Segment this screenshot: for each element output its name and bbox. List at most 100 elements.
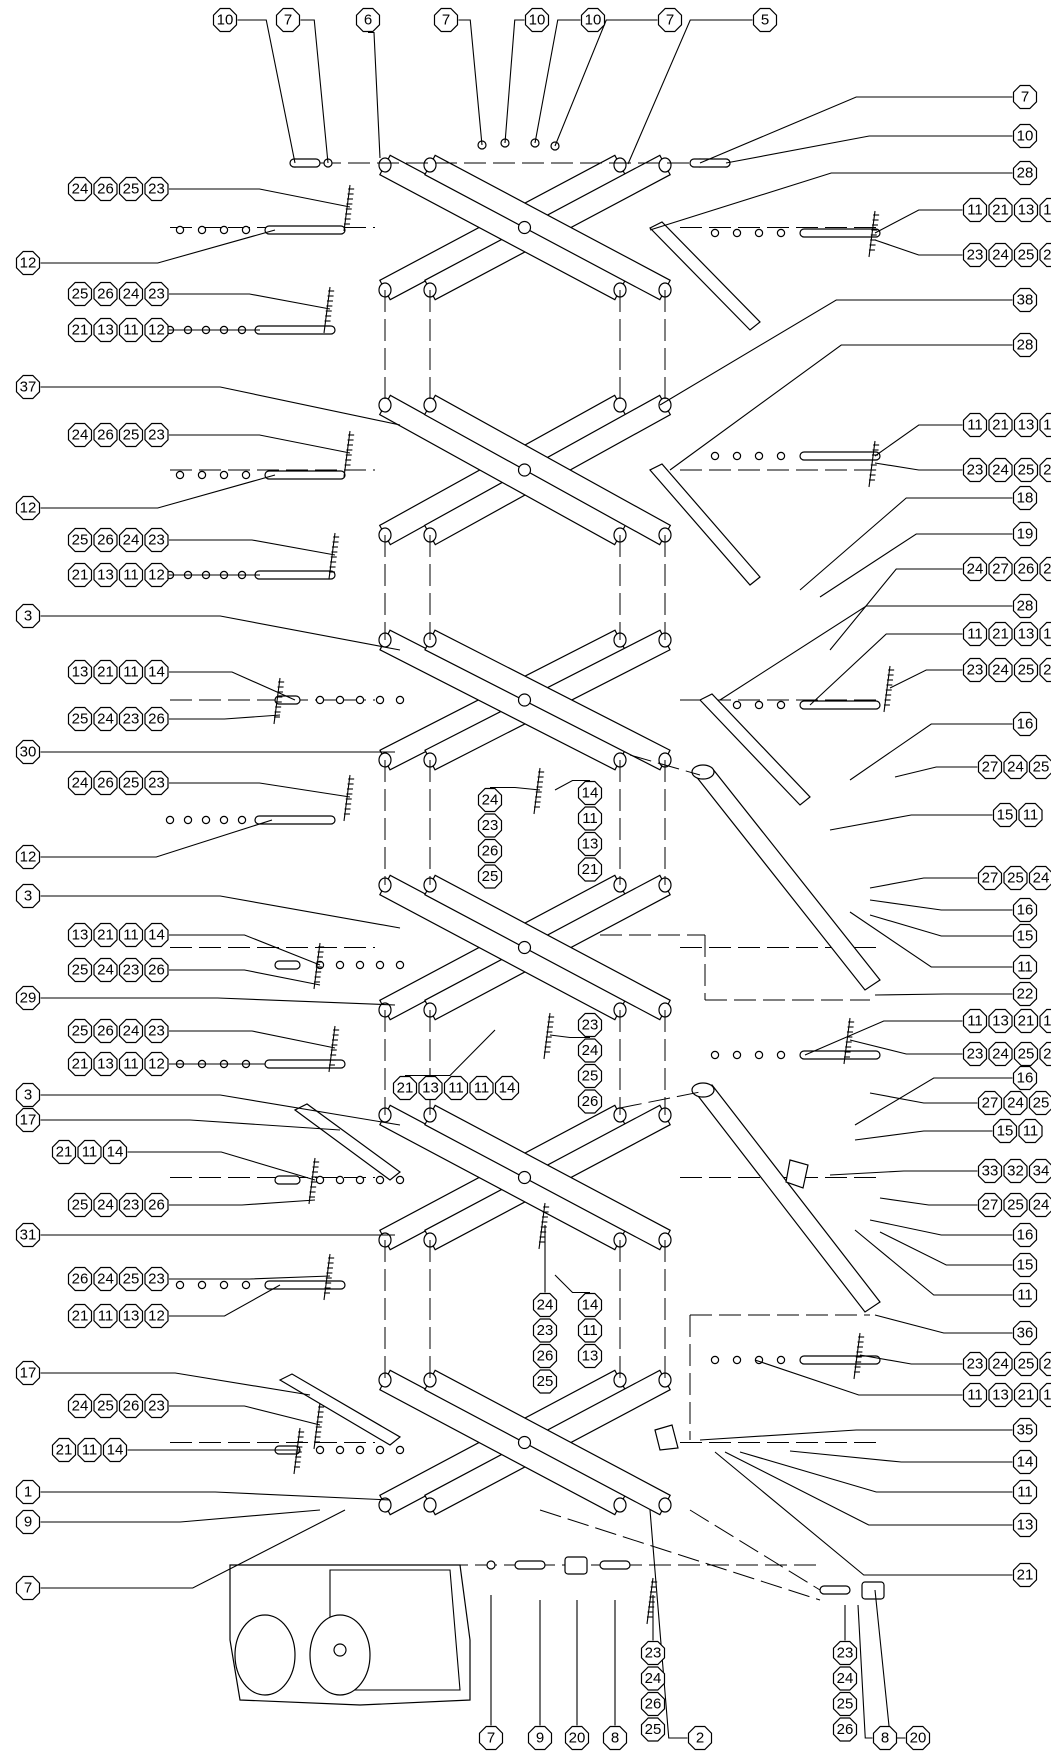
balloon-outline (144, 1393, 169, 1419)
callout-balloon: 23 (577, 1012, 603, 1038)
balloon-outline (1012, 287, 1038, 313)
balloon-label: 35 (1017, 1422, 1034, 1439)
balloon-label: 24 (992, 662, 1009, 679)
balloon-outline (102, 1139, 128, 1165)
leader-line (40, 1509, 346, 1589)
balloon-outline (144, 1018, 169, 1044)
washer (754, 1050, 764, 1060)
base-pin (486, 1560, 496, 1570)
balloon-outline (977, 1158, 1003, 1184)
leader-line (829, 1170, 978, 1176)
callout-balloon: 13 (93, 317, 118, 343)
arm-end-pin (378, 157, 392, 173)
balloon-label: 24 (72, 775, 89, 792)
balloon-label: 11 (967, 1387, 983, 1404)
balloon-outline (93, 1192, 118, 1218)
callout-balloon: 21 (577, 857, 603, 882)
balloon-label: 26 (148, 962, 165, 979)
balloon-outline (144, 422, 169, 448)
leader-line (859, 1354, 963, 1365)
balloon-label: 25 (482, 868, 499, 885)
washer (732, 451, 742, 461)
callout-balloon: 26 (144, 1192, 169, 1218)
cap-screw (853, 1332, 861, 1380)
arm-end-pin (613, 397, 627, 413)
balloon-outline (1028, 1158, 1051, 1184)
balloon-outline (832, 1640, 858, 1666)
balloon-label: 12 (20, 255, 37, 272)
cylinder-link-line (619, 1091, 701, 1109)
balloon-label: 23 (123, 962, 140, 979)
balloon-label: 16 (1017, 1227, 1034, 1244)
balloon-label: 11 (123, 1056, 139, 1073)
balloon-outline (1012, 1449, 1038, 1475)
callout-balloon: 14 (577, 1292, 603, 1318)
callout-balloon: 25 (118, 422, 144, 448)
balloon-outline (962, 1351, 988, 1377)
balloon-outline (602, 1725, 628, 1751)
callout-balloon: 11 (118, 922, 144, 948)
balloon-label: 34 (1033, 1163, 1050, 1180)
balloon-label: 23 (148, 1271, 165, 1288)
callout-balloon: 21 (93, 922, 118, 948)
balloon-outline (832, 1666, 858, 1691)
balloon-label: 21 (582, 861, 599, 878)
leader-line (40, 819, 273, 858)
callout-balloon: 16 (1012, 711, 1038, 737)
balloon-outline (832, 1691, 858, 1717)
balloon-outline (1012, 1479, 1038, 1505)
balloon-outline (1012, 981, 1038, 1007)
callout-balloon: 21 (988, 197, 1013, 223)
balloon-label: 11 (123, 567, 139, 584)
washer (355, 960, 365, 970)
balloon-label: 25 (1007, 870, 1024, 887)
balloon-outline (15, 739, 41, 765)
balloon-outline (355, 7, 381, 33)
balloon-label: 13 (97, 1056, 114, 1073)
callout-balloon: 24 (477, 787, 503, 813)
balloon-label: 26 (837, 1721, 854, 1738)
leader-line (40, 386, 401, 426)
balloon-outline (477, 787, 503, 813)
callout-balloon: 20 (564, 1725, 590, 1751)
balloon-label: 38 (1017, 292, 1034, 309)
leader-line (534, 19, 581, 144)
washer (776, 700, 786, 710)
callout-balloon: 21 (1012, 1562, 1038, 1588)
balloon-outline (988, 197, 1013, 223)
leader-line (169, 188, 351, 208)
balloon-label: 32 (1007, 1163, 1024, 1180)
center-pivot-pin (517, 463, 532, 477)
balloon-label: 9 (536, 1730, 544, 1747)
balloon-label: 25 (837, 1696, 854, 1713)
callout-balloon: 27 (988, 556, 1013, 582)
washer (335, 1175, 345, 1185)
leader-line (659, 299, 1013, 406)
balloon-label: 21 (992, 626, 1009, 643)
balloon-label: 26 (97, 775, 114, 792)
callout-balloon: 24 (640, 1666, 666, 1691)
balloon-label: 11 (967, 417, 983, 434)
washer (776, 228, 786, 238)
leader-line (554, 1274, 590, 1294)
balloon-label: 25 (1018, 1356, 1035, 1373)
callout-balloon: 11 (443, 1075, 469, 1101)
balloon-outline (640, 1640, 666, 1666)
pivot-pin (799, 1355, 881, 1365)
balloon-label: 26 (123, 1398, 140, 1415)
balloon-outline (1013, 1351, 1039, 1377)
balloon-label: 21 (97, 927, 114, 944)
balloon-outline (494, 1075, 520, 1101)
balloon-label: 12 (20, 849, 37, 866)
balloon-label: 1 (24, 1484, 32, 1501)
callout-balloon: 25 (1013, 1351, 1039, 1377)
callout-balloon: 25 (532, 1369, 558, 1394)
cap-screw (328, 532, 336, 580)
washer (710, 228, 720, 238)
callout-balloon: 1 (15, 1479, 41, 1505)
balloon-label: 24 (482, 792, 499, 809)
balloon-outline (1003, 1090, 1028, 1116)
callout-balloon: 7 (15, 1575, 41, 1601)
balloon-label: 11 (967, 202, 983, 219)
